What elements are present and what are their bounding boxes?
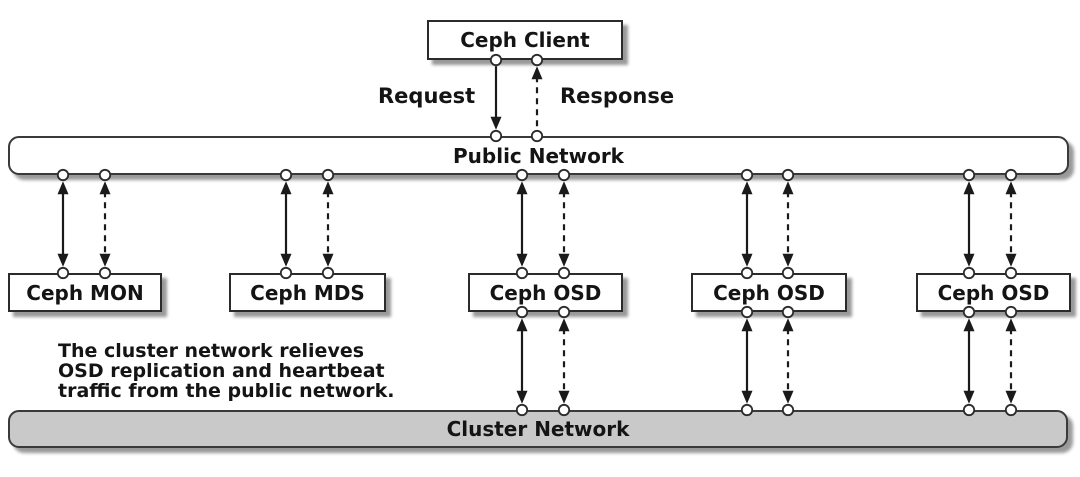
node-ceph-osd-3: Ceph OSD [916, 273, 1071, 312]
edge-public-osd2-solid [740, 168, 754, 280]
response-label: Response [560, 84, 675, 108]
arrowhead-down [516, 253, 528, 267]
arrowhead-down [1005, 253, 1017, 267]
arrowhead-down [558, 253, 570, 267]
cluster-network-bar: Cluster Network [8, 410, 1068, 448]
edge-public-osd3-solid [962, 168, 976, 280]
arrowhead-up [516, 181, 528, 195]
edge-public-osd1-dashed [557, 168, 571, 280]
edge-public-osd1-solid [515, 168, 529, 280]
arrowhead-up [322, 181, 334, 195]
edge-osd2-cluster-dashed [781, 305, 795, 417]
node-ceph-osd-2: Ceph OSD [691, 273, 847, 312]
edge-osd2-cluster-solid [740, 305, 754, 417]
arrowhead-down [782, 390, 794, 404]
arrowhead-up [558, 181, 570, 195]
cluster-note: The cluster network relieves OSD replica… [58, 341, 395, 401]
ceph-osd-3-label: Ceph OSD [937, 280, 1050, 305]
arrowhead-down [280, 253, 292, 267]
node-ceph-mon: Ceph MON [8, 273, 162, 312]
arrowhead-up [558, 318, 570, 332]
arrowhead-up [1005, 318, 1017, 332]
arrowhead-down [99, 253, 111, 267]
arrowhead-up [741, 181, 753, 195]
edge-public-mds-dashed [321, 168, 335, 280]
arrowhead-down [782, 253, 794, 267]
cluster-note-line-3: traffic from the public network. [58, 380, 395, 402]
node-ceph-osd-1: Ceph OSD [468, 273, 623, 312]
arrowhead-down [57, 253, 69, 267]
arrowhead-up [782, 181, 794, 195]
edge-client-request-to-public [489, 53, 503, 143]
node-ceph-mds: Ceph MDS [229, 273, 386, 312]
arrowhead-down [490, 116, 502, 130]
edge-public-osd3-dashed [1004, 168, 1018, 280]
arrowhead-up [531, 66, 543, 80]
arrowhead-down [741, 390, 753, 404]
arrowhead-up [516, 318, 528, 332]
edge-public-mds-solid [279, 168, 293, 280]
arrowhead-down [963, 390, 975, 404]
arrowhead-up [99, 181, 111, 195]
arrowhead-up [963, 181, 975, 195]
arrowhead-down [963, 253, 975, 267]
arrowhead-up [782, 318, 794, 332]
ceph-mds-label: Ceph MDS [250, 280, 365, 305]
arrowhead-up [280, 181, 292, 195]
arrowhead-down [741, 253, 753, 267]
ceph-client-label: Ceph Client [460, 28, 590, 52]
request-label: Request [378, 84, 476, 108]
arrowhead-down [516, 390, 528, 404]
public-network-bar: Public Network [8, 136, 1069, 175]
edge-public-mon-solid [56, 168, 70, 280]
edge-public-mon-dashed [98, 168, 112, 280]
public-network-label: Public Network [453, 143, 624, 168]
arrowhead-up [57, 181, 69, 195]
edge-osd3-cluster-dashed [1004, 305, 1018, 417]
arrowhead-down [1005, 390, 1017, 404]
edge-osd1-cluster-solid [515, 305, 529, 417]
ceph-osd-2-label: Ceph OSD [713, 280, 825, 305]
edge-client-response-from-public [530, 53, 544, 143]
arrowhead-down [558, 390, 570, 404]
cluster-network-label: Cluster Network [446, 417, 630, 441]
arrowhead-down [322, 253, 334, 267]
ceph-osd-1-label: Ceph OSD [489, 280, 602, 305]
node-ceph-client: Ceph Client [427, 20, 623, 60]
arrowhead-up [1005, 181, 1017, 195]
edge-osd3-cluster-solid [962, 305, 976, 417]
arrowhead-up [741, 318, 753, 332]
edge-public-osd2-dashed [781, 168, 795, 280]
arrowhead-up [963, 318, 975, 332]
ceph-mon-label: Ceph MON [26, 280, 144, 305]
cluster-note-line-2: OSD replication and heartbeat [58, 360, 385, 382]
edge-osd1-cluster-dashed [557, 305, 571, 417]
cluster-note-line-1: The cluster network relieves [58, 340, 365, 362]
